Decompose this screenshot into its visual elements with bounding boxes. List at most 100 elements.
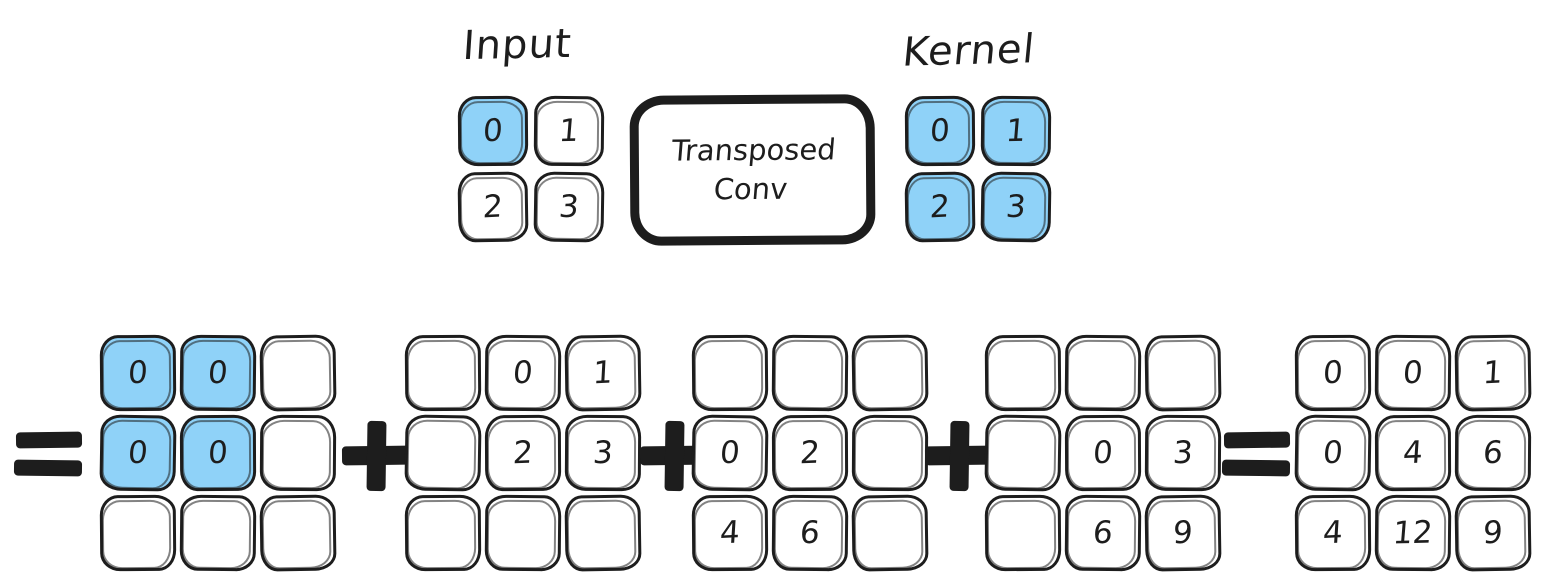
- matrix-cell-value: 3: [1171, 434, 1195, 472]
- matrix-cell: 9: [1144, 494, 1222, 572]
- result-matrix: 0 0 1 0 4 6 4 12 9: [1294, 334, 1533, 573]
- matrix-cell-value: 0: [206, 434, 230, 472]
- matrix-cell: 12: [1374, 494, 1452, 572]
- matrix-cell: 4: [1294, 494, 1372, 572]
- matrix-cell: [179, 494, 257, 572]
- matrix-cell: [771, 334, 849, 412]
- input-matrix: 0 1 2 3: [457, 95, 610, 244]
- matrix-cell: 3: [564, 414, 642, 492]
- matrix-cell: [691, 334, 769, 412]
- matrix-cell-value: 6: [1091, 514, 1115, 552]
- matrix-cell: 0: [484, 334, 562, 412]
- matrix-cell: 1: [533, 95, 605, 167]
- matrix-cell: 0: [1294, 334, 1372, 412]
- matrix-cell: 3: [1144, 414, 1222, 492]
- term-matrix-0: 0 0 0 0: [99, 334, 338, 573]
- matrix-cell: 4: [1374, 414, 1452, 492]
- matrix-cell-value: 0: [126, 434, 150, 472]
- matrix-cell-value: 4: [1401, 434, 1425, 472]
- matrix-cell-value: 0: [511, 354, 535, 392]
- matrix-cell: 6: [771, 494, 849, 572]
- term-matrix-2: 0 2 4 6: [691, 334, 930, 573]
- plus-bar-vertical: [366, 420, 387, 492]
- matrix-cell: 1: [1454, 334, 1532, 412]
- matrix-cell: 0: [99, 334, 177, 412]
- matrix-cell: 2: [484, 414, 562, 492]
- matrix-cell: 0: [179, 414, 257, 492]
- matrix-cell: [851, 334, 929, 412]
- matrix-cell-value: 1: [557, 112, 581, 150]
- matrix-cell: [259, 494, 337, 572]
- equals-bar-bottom: [1221, 459, 1291, 477]
- matrix-cell-value: 0: [1321, 354, 1344, 392]
- equals-bar-bottom: [13, 459, 83, 477]
- matrix-cell-value: 0: [1091, 434, 1115, 472]
- matrix-cell: 0: [1064, 414, 1142, 492]
- matrix-cell: [259, 414, 337, 492]
- term-matrix-1: 0 1 2 3: [404, 334, 643, 573]
- matrix-cell: [984, 494, 1062, 572]
- matrix-cell: 4: [691, 494, 769, 572]
- matrix-cell: 1: [564, 334, 642, 412]
- matrix-cell: 1: [980, 95, 1052, 167]
- term-matrix-3: 0 3 6 9: [984, 334, 1223, 573]
- matrix-cell: [564, 494, 642, 572]
- matrix-cell: 6: [1454, 414, 1532, 492]
- matrix-cell: [851, 494, 929, 572]
- matrix-cell-value: 1: [1482, 354, 1504, 392]
- transposed-conv-box: Transposed Conv: [629, 94, 876, 246]
- matrix-cell-value: 3: [557, 188, 581, 226]
- matrix-cell: [984, 334, 1062, 412]
- matrix-cell-value: 4: [718, 514, 741, 552]
- matrix-cell-value: 6: [1481, 434, 1505, 472]
- matrix-cell: [259, 334, 337, 412]
- equals-bar-top: [15, 431, 83, 449]
- matrix-cell-value: 0: [928, 112, 951, 150]
- matrix-cell-value: 2: [929, 188, 951, 226]
- matrix-cell: 0: [691, 414, 769, 492]
- matrix-cell: [484, 494, 562, 572]
- matrix-cell: 0: [457, 95, 529, 167]
- matrix-cell-value: 3: [591, 434, 615, 472]
- matrix-cell: 0: [1294, 414, 1372, 492]
- input-label: Input: [461, 20, 574, 70]
- matrix-cell-value: 9: [1482, 514, 1504, 552]
- matrix-cell-value: 9: [1172, 514, 1194, 552]
- matrix-cell: [404, 334, 482, 412]
- matrix-cell-value: 0: [718, 434, 742, 472]
- matrix-cell: 9: [1454, 494, 1532, 572]
- plus-sign-1: [341, 420, 412, 492]
- matrix-cell-value: 0: [1321, 434, 1345, 472]
- matrix-cell-value: 2: [482, 188, 504, 226]
- plus-bar-vertical: [949, 420, 970, 492]
- matrix-cell-value: 6: [798, 514, 822, 552]
- matrix-cell: [984, 414, 1062, 492]
- matrix-cell-value: 2: [798, 434, 822, 472]
- plus-bar-vertical: [664, 420, 685, 492]
- kernel-label: Kernel: [900, 26, 1038, 76]
- matrix-cell: [1144, 334, 1222, 412]
- equals-sign-right: [1221, 420, 1292, 492]
- matrix-cell-value: 2: [511, 434, 535, 472]
- matrix-cell: 0: [1374, 334, 1452, 412]
- matrix-cell: 0: [904, 95, 976, 167]
- matrix-cell-value: 0: [1401, 354, 1425, 392]
- matrix-cell: 2: [771, 414, 849, 492]
- matrix-cell: 3: [533, 171, 605, 243]
- matrix-cell: [99, 494, 177, 572]
- matrix-cell: 0: [99, 414, 177, 492]
- matrix-cell-value: 4: [1321, 514, 1344, 552]
- matrix-cell: [404, 494, 482, 572]
- matrix-cell: [1064, 334, 1142, 412]
- matrix-cell-value: 0: [206, 354, 230, 392]
- matrix-cell: [404, 414, 482, 492]
- matrix-cell-value: 0: [481, 112, 504, 150]
- equals-bar-top: [1223, 431, 1291, 449]
- matrix-cell-value: 12: [1391, 514, 1435, 552]
- matrix-cell-value: 1: [592, 354, 614, 392]
- matrix-cell: 3: [980, 171, 1052, 243]
- matrix-cell-value: 0: [126, 354, 149, 392]
- matrix-cell: 2: [457, 171, 529, 243]
- matrix-cell: 6: [1064, 494, 1142, 572]
